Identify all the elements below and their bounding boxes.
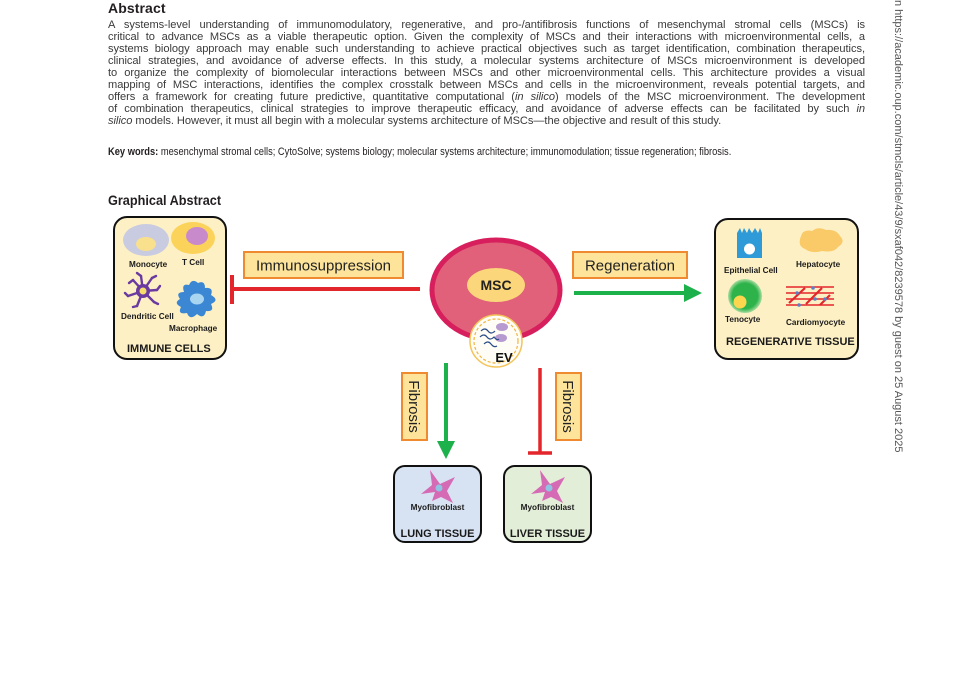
epithelial-cell-label: Epithelial Cell — [724, 266, 778, 275]
lung-panel-box — [393, 465, 482, 543]
abstract-heading: Abstract — [108, 0, 166, 16]
regenerative-tissue-title: REGENERATIVE TISSUE — [726, 336, 855, 348]
abstract-text: A systems-level understanding of immunom… — [108, 19, 865, 31]
liver-fibrosis-label: Fibrosis — [559, 380, 576, 433]
arrowhead-icon — [684, 284, 702, 302]
keywords-label: Key words: — [108, 146, 159, 158]
dendritic-cell-icon — [123, 271, 162, 309]
monocyte-label: Monocyte — [129, 260, 168, 269]
msc-nucleus — [467, 268, 525, 302]
tenocyte-icon — [728, 279, 762, 313]
abstract-italic: in — [856, 103, 865, 116]
regenerative-tissue-panel: Epithelial Cell Hepatocyte Tenocyte Card… — [714, 218, 859, 360]
arrowhead-icon — [437, 441, 455, 459]
monocyte-icon — [123, 224, 169, 256]
abstract-line: of combination therapeutics, clinical st… — [108, 103, 865, 115]
abstract-text: to organize the complexity of biomolecul… — [108, 67, 865, 80]
liver-panel-box — [503, 465, 592, 543]
abstract-line: A systems-level understanding of immunom… — [108, 19, 865, 31]
abstract-text: of combination therapeutics, clinical st… — [108, 103, 857, 116]
liver-fibrosis-label-box — [555, 372, 582, 441]
abstract-line: to organize the complexity of biomolecul… — [108, 67, 865, 79]
liver-tissue-title: LIVER TISSUE — [510, 528, 585, 540]
hepatocyte-icon — [799, 228, 843, 253]
abstract-line: silico models. However, it must all begi… — [108, 115, 865, 127]
t-cell-icon — [171, 222, 215, 254]
abstract-line: clinical strategies, and avoidance of ad… — [108, 55, 865, 67]
keywords-text: mesenchymal stromal cells; CytoSolve; sy… — [158, 146, 732, 158]
lung-fibrosis-edge: Fibrosis — [401, 363, 455, 459]
keywords: Key words: mesenchymal stromal cells; Cy… — [108, 146, 731, 158]
abstract-text: offers a framework for creating future p… — [108, 91, 515, 104]
dendritic-cell-label: Dendritic Cell — [121, 312, 174, 321]
hepatocyte-label: Hepatocyte — [796, 260, 841, 269]
epithelial-cell-icon — [737, 228, 762, 258]
immunosuppression-label: Immunosuppression — [256, 258, 391, 275]
abstract-text: ) models of the MSC microenvironment. Th… — [554, 91, 865, 104]
cardiomyocyte-icon — [786, 286, 834, 307]
liver-fibrosis-edge: Fibrosis — [528, 368, 582, 455]
immunosuppression-label-box — [243, 251, 404, 279]
abstract-line: critical to advance MSCs as a viable the… — [108, 31, 865, 43]
extracellular-vesicle-icon: EV — [469, 314, 523, 368]
cardiomyocyte-label: Cardiomyocyte — [786, 318, 846, 327]
regeneration-label: Regeneration — [585, 258, 675, 275]
abstract-line: mapping of MSC interactions, identifies … — [108, 79, 865, 91]
abstract-text: models. However, it must all begin with … — [132, 115, 722, 128]
download-note: n https://academic.oup.com/stmcls/articl… — [890, 0, 910, 495]
ev-label: EV — [495, 350, 513, 365]
lung-fibrosis-label: Fibrosis — [405, 380, 422, 433]
lung-myofibroblast-label: Myofibroblast — [411, 503, 465, 512]
lung-tissue-panel: Myofibroblast LUNG TISSUE — [393, 465, 482, 543]
immune-cells-title: IMMUNE CELLS — [127, 343, 211, 355]
graphical-abstract-heading: Graphical Abstract — [108, 193, 222, 208]
download-note-text[interactable]: n https://academic.oup.com/stmcls/articl… — [892, 0, 904, 453]
tenocyte-label: Tenocyte — [725, 315, 761, 324]
msc-label: MSC — [480, 277, 511, 293]
abstract-line: systems biology approach may enable such… — [108, 43, 865, 55]
liver-myofibroblast-label: Myofibroblast — [521, 503, 575, 512]
lung-tissue-title: LUNG TISSUE — [401, 528, 475, 540]
myofibroblast-icon — [531, 470, 565, 503]
abstract-italic: silico — [108, 115, 133, 128]
lung-fibrosis-label-box — [401, 372, 428, 441]
immunosuppression-edge: Immunosuppression — [230, 251, 420, 304]
abstract-line: offers a framework for creating future p… — [108, 91, 865, 103]
immune-cells-panel: Monocyte T Cell Dendritic Cell Macrophag… — [113, 216, 227, 360]
t-cell-label: T Cell — [182, 258, 204, 267]
abstract-text: systems biology approach may enable such… — [108, 43, 865, 56]
regeneration-label-box — [572, 251, 688, 279]
macrophage-icon — [176, 280, 216, 318]
macrophage-label: Macrophage — [169, 324, 218, 333]
abstract-body: A systems-level understanding of immunom… — [108, 19, 865, 127]
myofibroblast-icon — [421, 470, 455, 503]
msc-cell: MSC EV — [429, 237, 563, 368]
abstract-italic: in silico — [514, 91, 555, 104]
abstract-text: critical to advance MSCs as a viable the… — [108, 31, 865, 44]
abstract-text: mapping of MSC interactions, identifies … — [108, 79, 865, 92]
regeneration-edge: Regeneration — [572, 251, 702, 302]
liver-tissue-panel: Myofibroblast LIVER TISSUE — [503, 465, 592, 543]
abstract-text: clinical strategies, and avoidance of ad… — [108, 55, 865, 68]
